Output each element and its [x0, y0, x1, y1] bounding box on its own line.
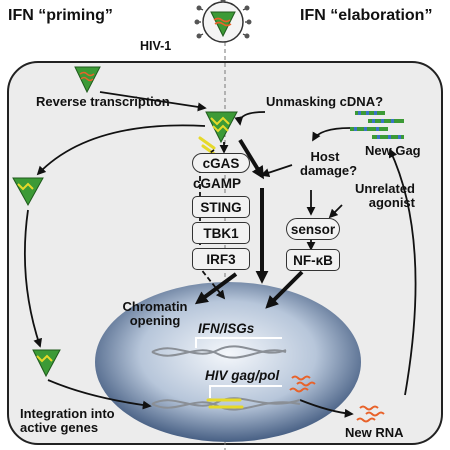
cgamp-label: cGAMP: [193, 176, 242, 191]
arrow-agonist: [328, 204, 343, 219]
arrow-host-to-pathway: [260, 164, 293, 177]
nuclear-rna-icon: [289, 375, 316, 393]
capsid-entry: [74, 66, 101, 94]
capsid-left-1: [12, 177, 44, 207]
capsid-rt: [205, 111, 238, 144]
new-gag-icon: [350, 111, 404, 139]
label-unmasking: Unmasking cDNA?: [266, 94, 384, 109]
new-rna-icon: [356, 405, 385, 423]
sensor-box: sensor: [286, 218, 340, 240]
arrow-nfkb-bold: [265, 270, 304, 309]
arrow-rt-left: [36, 124, 206, 176]
integrated-provirus: [206, 398, 244, 409]
label-host-damage: Host damage?: [300, 149, 358, 178]
sting-box: STING: [192, 196, 250, 218]
label-chromatin-opening: Chromatin opening: [120, 300, 190, 327]
ifn-gene-locus: [151, 345, 287, 359]
label-unrelated-agonist: Unrelated agonist: [345, 182, 415, 209]
label-integration-line2: active genes: [20, 419, 99, 435]
nfkb-box: NF-κB: [286, 249, 340, 271]
arrow-rna-up: [388, 148, 417, 396]
label-hiv: HIV-1: [140, 39, 172, 53]
cgas-box: cGAS: [192, 153, 250, 173]
label-host-damage-line2: damage?: [300, 162, 358, 178]
label-host-damage-line1: Host: [310, 149, 340, 164]
arrow-unmask-to-rt: [234, 111, 266, 126]
arrow-new-rna: [299, 399, 354, 418]
header-elaboration: IFN “elaboration”: [300, 7, 433, 24]
label-unrelated-line1: Unrelated: [355, 181, 415, 196]
irf3-box: IRF3: [192, 248, 250, 270]
arrow-rt-bold: [238, 138, 265, 180]
arrow-left-down: [23, 209, 42, 348]
header-priming: IFN “priming”: [8, 7, 113, 24]
label-reverse-transcription: Reverse transcription: [36, 94, 170, 109]
hiv-tss-marker: [209, 385, 282, 398]
label-new-rna: New RNA: [345, 425, 404, 440]
arrow-to-integration: [47, 379, 152, 410]
label-chromatin-line2: opening: [129, 312, 181, 328]
capsid-left-2: [32, 349, 61, 378]
label-new-gag: New Gag: [365, 143, 421, 158]
label-integration-line1: Integration into: [20, 406, 115, 421]
label-hiv-gag-pol: HIV gag/pol: [205, 368, 280, 383]
hiv-virion: [194, 0, 252, 43]
label-unrelated-line2: agonist: [368, 194, 415, 210]
arrow-entry: [99, 91, 207, 112]
label-ifn-isgs: IFN/ISGs: [198, 321, 255, 336]
label-chromatin-line1: Chromatin: [122, 299, 188, 314]
ifn-tss-marker: [195, 337, 282, 348]
arrow-gag-unmask: [312, 127, 351, 142]
tbk1-box: TBK1: [192, 222, 250, 244]
label-integration: Integration into active genes: [20, 407, 115, 434]
arrow-irf3-bold: [194, 272, 238, 305]
